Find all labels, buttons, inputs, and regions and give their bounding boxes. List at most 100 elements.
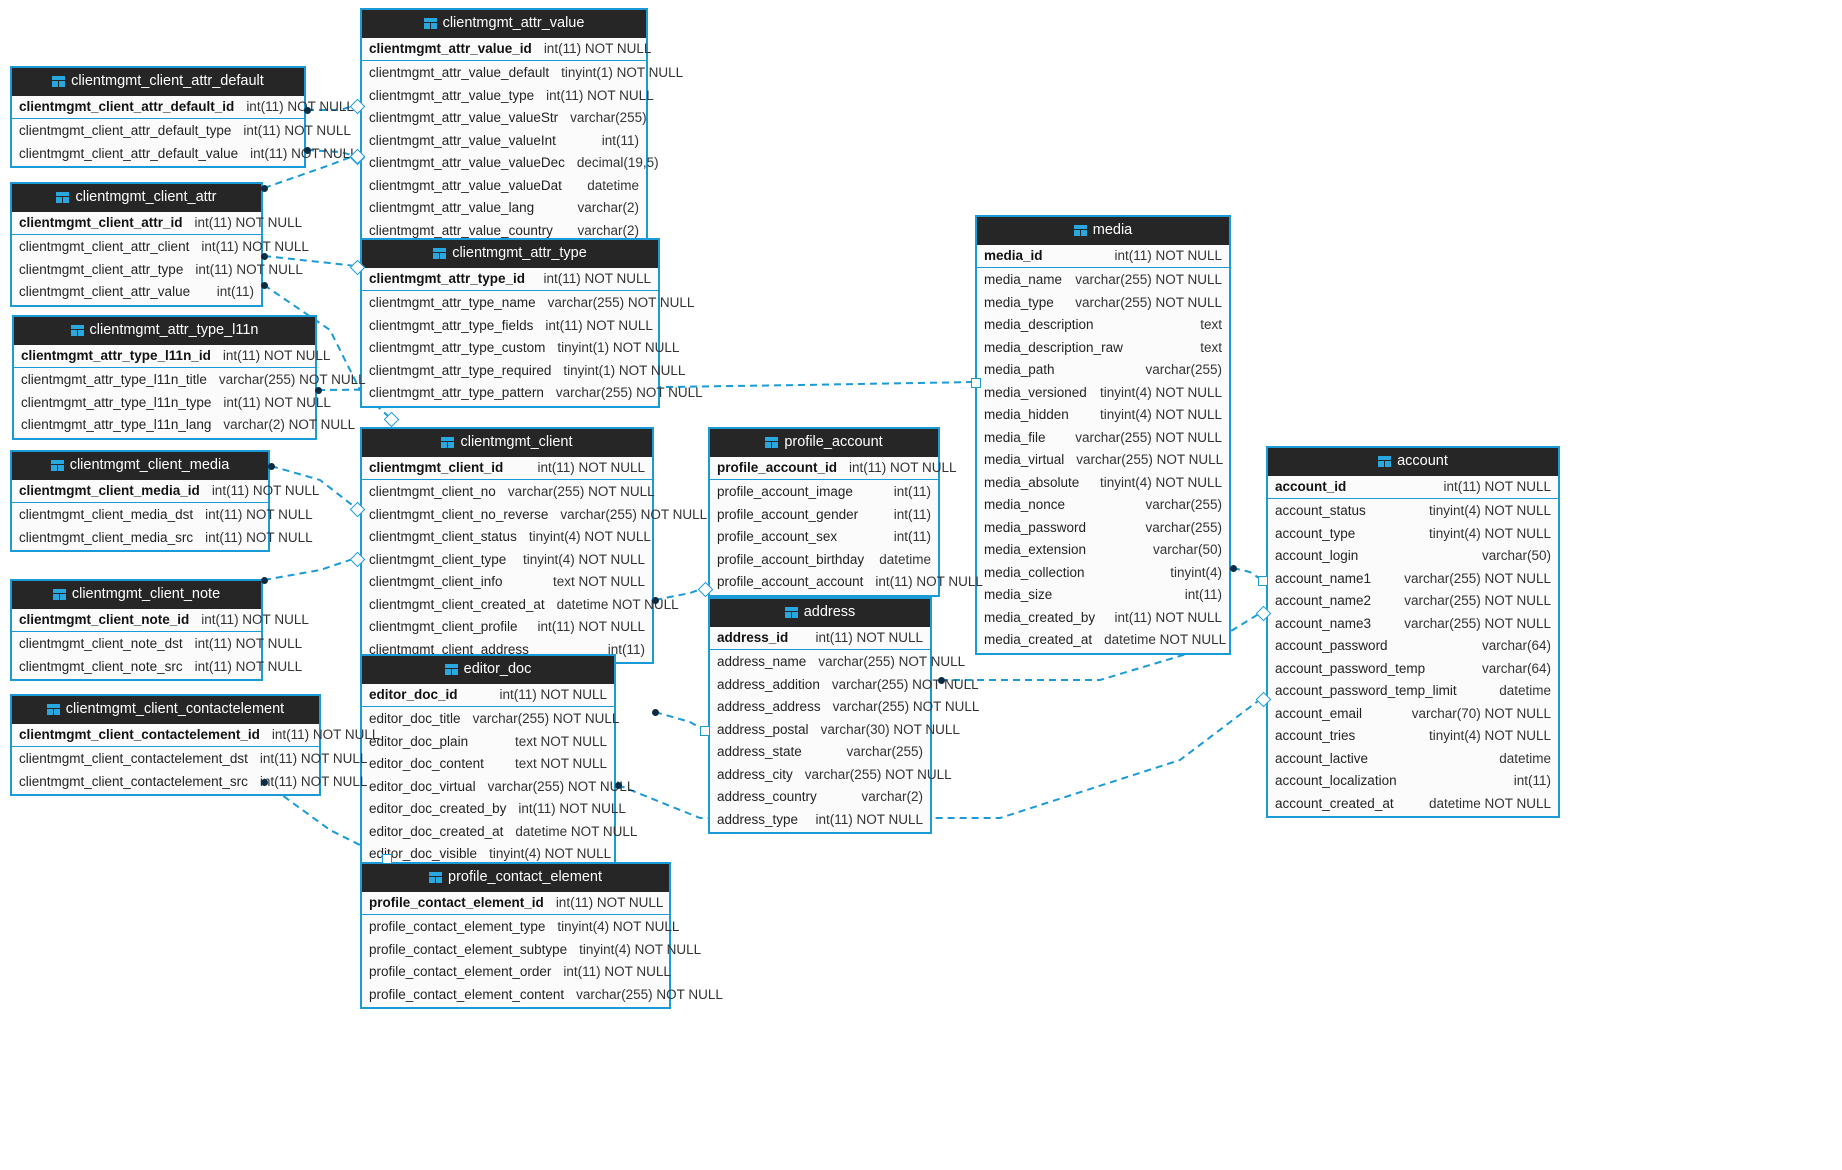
entity-header-profile_account[interactable]: profile_account xyxy=(710,429,938,457)
entity-header-media[interactable]: media xyxy=(977,217,1229,245)
entity-header-clientmgmt_attr_type_l11n[interactable]: clientmgmt_attr_type_l11n xyxy=(14,317,315,345)
entity-clientmgmt_client_attr[interactable]: clientmgmt_client_attr clientmgmt_client_… xyxy=(10,182,309,307)
entity-header-profile_contact_element[interactable]: profile_contact_element xyxy=(362,864,669,892)
entity-header-clientmgmt_client[interactable]: clientmgmt_client xyxy=(362,429,652,457)
entity-header-clientmgmt_client_note[interactable]: clientmgmt_client_note xyxy=(12,581,261,609)
entity-header-clientmgmt_client_attr[interactable]: clientmgmt_client_attr xyxy=(12,184,261,212)
entity-header-editor_doc[interactable]: editor_doc xyxy=(362,656,614,684)
entity-header-clientmgmt_client_contactelement[interactable]: clientmgmt_client_contactelement xyxy=(12,696,319,724)
entity-clientmgmt_client_note[interactable]: clientmgmt_client_note clientmgmt_client_… xyxy=(10,579,309,681)
entity-header-address[interactable]: address xyxy=(710,599,930,627)
entity-header-account[interactable]: account xyxy=(1268,448,1558,476)
entity-header-clientmgmt_attr_type[interactable]: clientmgmt_attr_type xyxy=(362,240,658,268)
entity-clientmgmt_attr_type_l11n[interactable]: clientmgmt_attr_type_l11n clientmgmt_attr… xyxy=(12,315,366,440)
entity-header-clientmgmt_attr_value[interactable]: clientmgmt_attr_value xyxy=(362,10,646,38)
entity-header-clientmgmt_client_attr_default[interactable]: clientmgmt_client_attr_default xyxy=(12,68,304,96)
entity-header-clientmgmt_client_media[interactable]: clientmgmt_client_media xyxy=(12,452,268,480)
